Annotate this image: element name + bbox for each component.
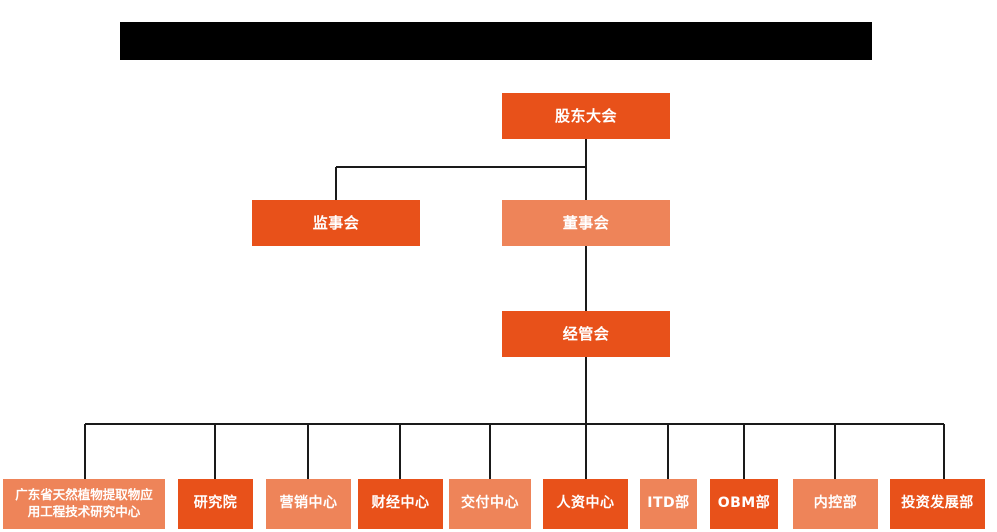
node-label-management-committee: 经管会 <box>562 324 610 343</box>
node-marketing-center[interactable]: 营销中心 <box>266 479 351 529</box>
node-investment-development-department[interactable]: 投资发展部 <box>890 479 985 529</box>
node-label-board-of-directors: 董事会 <box>562 213 610 232</box>
node-label-itd-department: ITD部 <box>647 495 690 512</box>
node-human-resources-center[interactable]: 人资中心 <box>543 479 628 529</box>
node-label-research-institute: 研究院 <box>193 495 238 512</box>
node-label-guangdong-research-center: 广东省天然植物提取物应 用工程技术研究中心 <box>15 487 153 519</box>
node-management-committee[interactable]: 经管会 <box>502 311 670 357</box>
node-label-human-resources-center: 人资中心 <box>556 495 615 512</box>
node-itd-department[interactable]: ITD部 <box>640 479 697 529</box>
node-label-obm-department: OBM部 <box>717 495 771 512</box>
node-guangdong-research-center[interactable]: 广东省天然植物提取物应 用工程技术研究中心 <box>3 479 165 529</box>
node-shareholders-meeting[interactable]: 股东大会 <box>502 93 670 139</box>
node-delivery-center[interactable]: 交付中心 <box>449 479 531 529</box>
node-label-investment-development-department: 投资发展部 <box>901 495 974 512</box>
node-internal-control-department[interactable]: 内控部 <box>793 479 878 529</box>
node-label-internal-control-department: 内控部 <box>813 495 858 512</box>
redacted-title-bar <box>120 22 872 60</box>
node-label-finance-center: 财经中心 <box>371 495 430 512</box>
node-label-shareholders-meeting: 股东大会 <box>554 106 617 125</box>
node-label-marketing-center: 营销中心 <box>279 495 338 512</box>
node-finance-center[interactable]: 财经中心 <box>358 479 443 529</box>
node-research-institute[interactable]: 研究院 <box>178 479 253 529</box>
node-label-delivery-center: 交付中心 <box>461 495 519 512</box>
node-obm-department[interactable]: OBM部 <box>710 479 778 529</box>
node-board-of-directors[interactable]: 董事会 <box>502 200 670 246</box>
node-board-of-supervisors[interactable]: 监事会 <box>252 200 420 246</box>
node-label-board-of-supervisors: 监事会 <box>312 213 360 232</box>
